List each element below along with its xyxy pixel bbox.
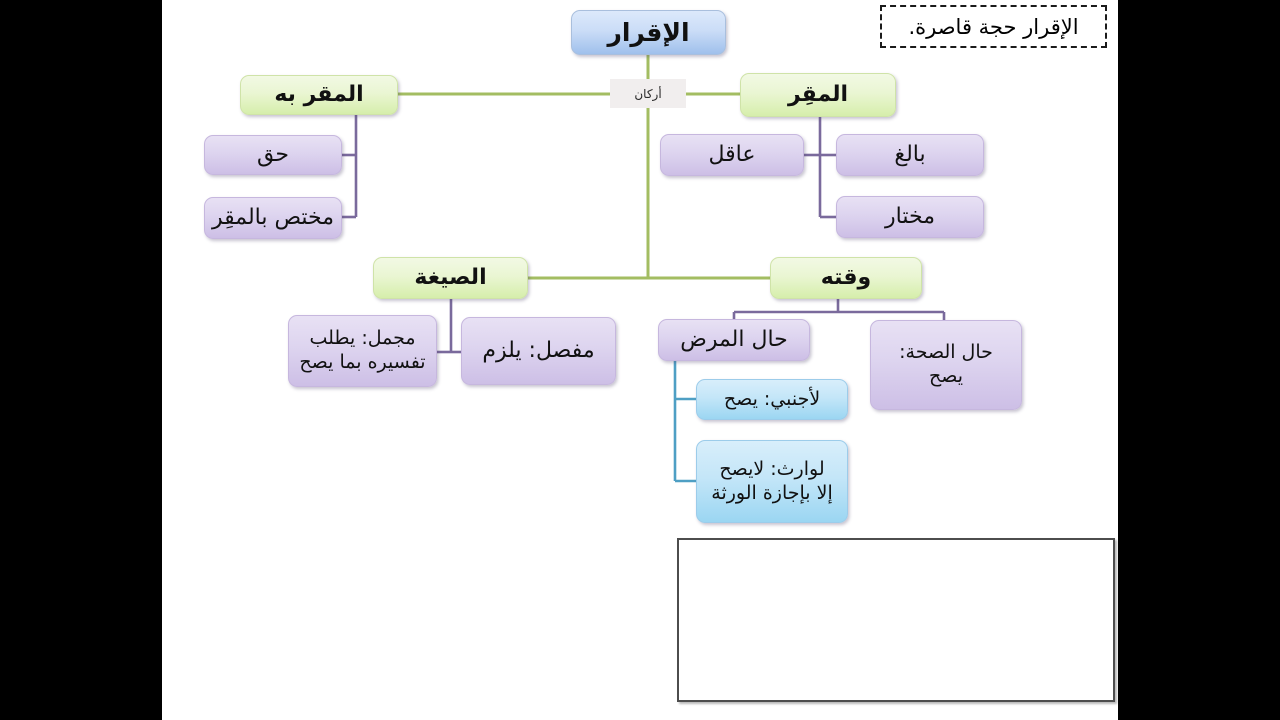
node-aaqil[interactable]: عاقل bbox=[660, 134, 804, 176]
caption-box: الإقرار حجة قاصرة. bbox=[880, 5, 1107, 48]
node-hal-as-sihha[interactable]: حال الصحة: يصح bbox=[870, 320, 1022, 410]
blue-connectors bbox=[673, 360, 696, 483]
node-li-warith[interactable]: لوارث: لايصح إلا بإجازة الورثة bbox=[696, 440, 848, 523]
node-sigha[interactable]: الصيغة bbox=[373, 257, 528, 299]
node-mujmal[interactable]: مجمل: يطلب تفسيره بما يصح bbox=[288, 315, 437, 387]
connector-label-arkan: أركان bbox=[610, 79, 686, 108]
node-baligh[interactable]: بالغ bbox=[836, 134, 984, 176]
node-waqtuh[interactable]: وقته bbox=[770, 257, 922, 299]
node-mukhtar[interactable]: مختار bbox=[836, 196, 984, 238]
node-muqarr-bihi[interactable]: المقر به bbox=[240, 75, 398, 115]
node-li-ajnabi[interactable]: لأجنبي: يصح bbox=[696, 379, 848, 420]
node-mukhtass-bil-muqirr[interactable]: مختص بالمقِر bbox=[204, 197, 342, 239]
node-hal-al-marad[interactable]: حال المرض bbox=[658, 319, 810, 361]
node-muqirr[interactable]: المقِر bbox=[740, 73, 896, 117]
node-root[interactable]: الإقرار bbox=[571, 10, 726, 55]
node-haqq[interactable]: حق bbox=[204, 135, 342, 175]
empty-content-frame bbox=[677, 538, 1115, 702]
node-mufassal[interactable]: مفصل: يلزم bbox=[461, 317, 616, 385]
slide-canvas: الإقرار أركان المقر به حق مختص بالمقِر ا… bbox=[162, 0, 1118, 720]
